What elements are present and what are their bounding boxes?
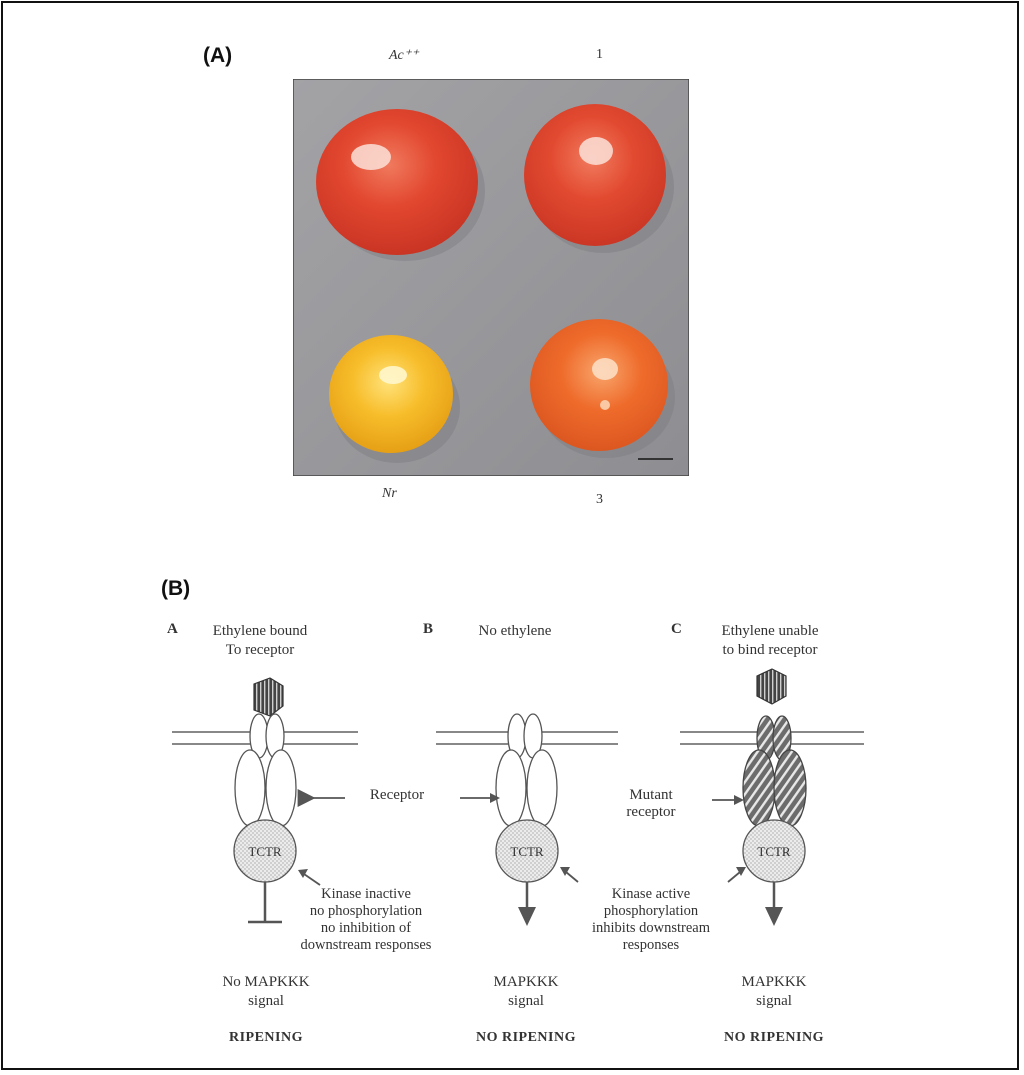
kinase-active-line1: Kinase active <box>611 886 691 902</box>
column-c-signal-line1: MAPKKK <box>741 974 807 990</box>
fruit-nr-yellow <box>329 335 453 453</box>
kinase-active-arrow-left-head <box>560 867 570 876</box>
kinase-inactive-line3: no inhibition of <box>320 920 412 936</box>
signaling-diagram: TCTR TCTR TCTR <box>172 668 864 926</box>
receptor-label: Receptor <box>369 787 425 803</box>
column-a-signal-line1: No MAPKKK <box>222 974 310 990</box>
kinase-inactive-line4: downstream responses <box>300 937 432 953</box>
ethylene-bound-a <box>253 677 284 717</box>
column-a-letter: A <box>167 621 178 637</box>
mutant-receptor-line2: receptor <box>626 804 676 820</box>
fruit-label-top-left: Ac⁺⁺ <box>389 48 419 63</box>
kinase-active-arrow-left-line <box>565 871 579 883</box>
column-a-caption: Ethylene bound To receptor <box>190 622 330 660</box>
ctr-label-c: TCTR <box>757 844 791 859</box>
kinase-active-text: Kinase active phosphorylation inhibits d… <box>566 886 736 954</box>
down-arrow-c <box>765 907 783 926</box>
column-a-signal: No MAPKKK signal <box>196 973 336 1011</box>
receptor-c <box>742 668 807 926</box>
kinase-inactive-text: Kinase inactive no phosphorylation no in… <box>276 886 456 954</box>
column-c-letter: C <box>671 621 682 637</box>
kinase-active-line2: phosphorylation <box>603 903 699 919</box>
panel-a-label: (A) <box>203 44 233 67</box>
kinase-active-line4: responses <box>622 937 680 953</box>
kinase-inactive-line1: Kinase inactive <box>321 886 411 902</box>
column-c-caption-line2: to bind receptor <box>722 642 818 658</box>
column-b-caption-line1: No ethylene <box>478 623 552 639</box>
receptor-b <box>495 713 559 926</box>
down-arrow-b <box>518 907 536 926</box>
column-c-caption: Ethylene unable to bind receptor <box>700 622 840 660</box>
kinase-active-arrow-right-line <box>727 871 741 883</box>
fruit-label-top-right: 1 <box>596 47 603 62</box>
panel-b-label: (B) <box>161 577 191 600</box>
column-a-result: RIPENING <box>228 1030 303 1045</box>
column-b-caption: No ethylene <box>455 622 575 641</box>
column-a-caption-line2: To receptor <box>225 642 295 658</box>
column-b-result: NO RIPENING <box>475 1030 576 1045</box>
mutant-receptor-label: Mutant receptor <box>606 787 696 821</box>
column-c-result: NO RIPENING <box>723 1030 824 1045</box>
fruit-label-bottom-right: 3 <box>596 492 603 507</box>
mutant-receptor-line1: Mutant <box>629 787 673 803</box>
fruit-label-bottom-left: Nr <box>382 486 397 501</box>
ethylene-unbound-c <box>756 668 787 705</box>
column-b-signal-line1: MAPKKK <box>493 974 559 990</box>
column-a-caption-line1: Ethylene bound <box>212 623 308 639</box>
column-b-signal-line2: signal <box>508 993 544 1009</box>
tomato-photo <box>293 79 689 476</box>
fruit-3-orange <box>530 319 668 451</box>
receptor-arrow-right-head <box>490 793 500 803</box>
fruit-ac-red <box>316 109 478 255</box>
ctr-label-a: TCTR <box>248 844 282 859</box>
kinase-active-line3: inhibits downstream <box>591 920 710 936</box>
column-c-signal-line2: signal <box>756 993 792 1009</box>
column-c-signal: MAPKKK signal <box>714 973 834 1011</box>
column-b-signal: MAPKKK signal <box>466 973 586 1011</box>
kinase-inactive-arrow-head <box>298 869 308 878</box>
kinase-active-arrow-right-head <box>736 867 746 876</box>
column-a-signal-line2: signal <box>248 993 284 1009</box>
column-c-caption-line1: Ethylene unable <box>721 623 819 639</box>
ctr-label-b: TCTR <box>510 844 544 859</box>
receptor-a <box>233 677 297 924</box>
kinase-inactive-line2: no phosphorylation <box>309 903 423 919</box>
mutant-arrow-head <box>734 795 744 805</box>
kinase-inactive-arrow-line <box>303 873 321 886</box>
column-b-letter: B <box>423 621 434 637</box>
fruit-1-red <box>524 104 666 246</box>
